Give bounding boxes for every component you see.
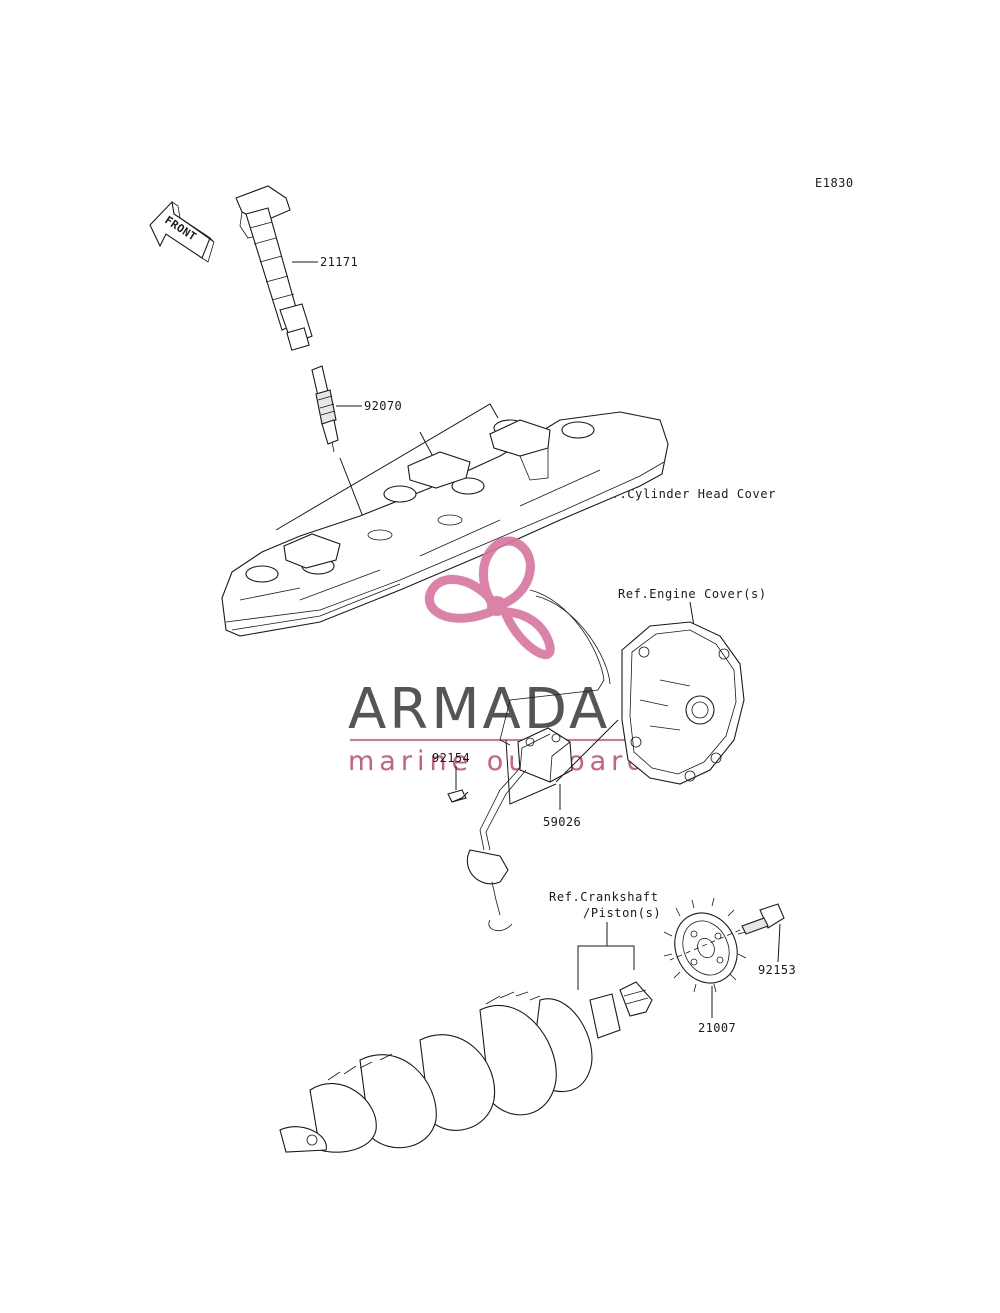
ignition-coil: [235, 185, 313, 351]
front-arrow-icon: FRONT: [149, 200, 215, 263]
pickup-coil: [466, 589, 611, 932]
timing-rotor: [663, 897, 747, 993]
label-21007: 21007: [698, 1021, 736, 1035]
watermark-tagline: marine outboards: [348, 746, 668, 777]
label-92153: 92153: [758, 963, 796, 977]
armada-logo-icon: [424, 536, 555, 659]
cylinder-head-cover: [221, 411, 669, 637]
label-92154: 92154: [432, 751, 470, 765]
sensor-bolt: [447, 789, 469, 803]
engine-cover: [621, 621, 745, 785]
label-92070: 92070: [364, 399, 402, 413]
diagram-code: E1830: [815, 176, 854, 190]
ref-crankshaft-line1: Ref.Crankshaft: [549, 890, 659, 904]
label-59026: 59026: [543, 815, 581, 829]
label-21171: 21171: [320, 255, 358, 269]
ref-cylinder-head-cover: Ref.Cylinder Head Cover: [596, 487, 776, 501]
spark-plug: [311, 365, 339, 453]
ref-crankshaft-line2: /Piston(s): [583, 906, 661, 920]
rotor-bolt: [741, 903, 785, 935]
ref-engine-cover: Ref.Engine Cover(s): [618, 587, 767, 601]
watermark-name: ARMADA: [348, 677, 610, 742]
crankshaft: [279, 981, 653, 1153]
